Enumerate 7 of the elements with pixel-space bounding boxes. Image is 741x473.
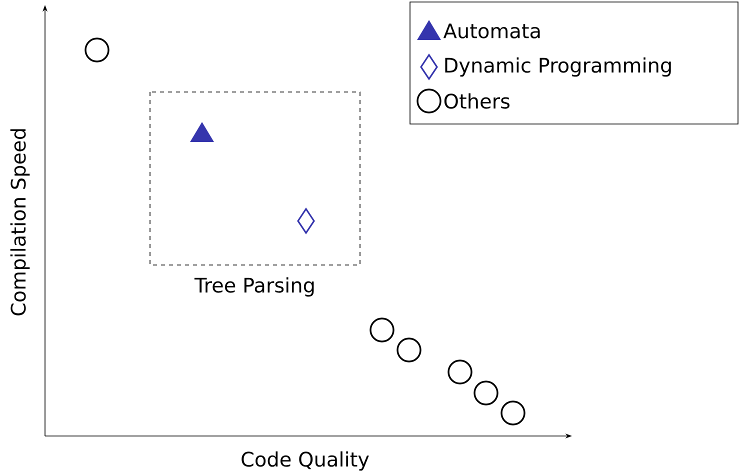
axis-label: Compilation Speed — [10, 129, 30, 316]
dashed-region: Tree Parsing — [150, 92, 360, 297]
axis-label: Code Quality — [242, 451, 369, 471]
legend-label: Dynamic Programming — [445, 57, 671, 77]
legend-label: Automata — [443, 24, 540, 38]
node-label: Tree Parsing — [194, 277, 314, 297]
legend-label: Others — [444, 93, 510, 109]
